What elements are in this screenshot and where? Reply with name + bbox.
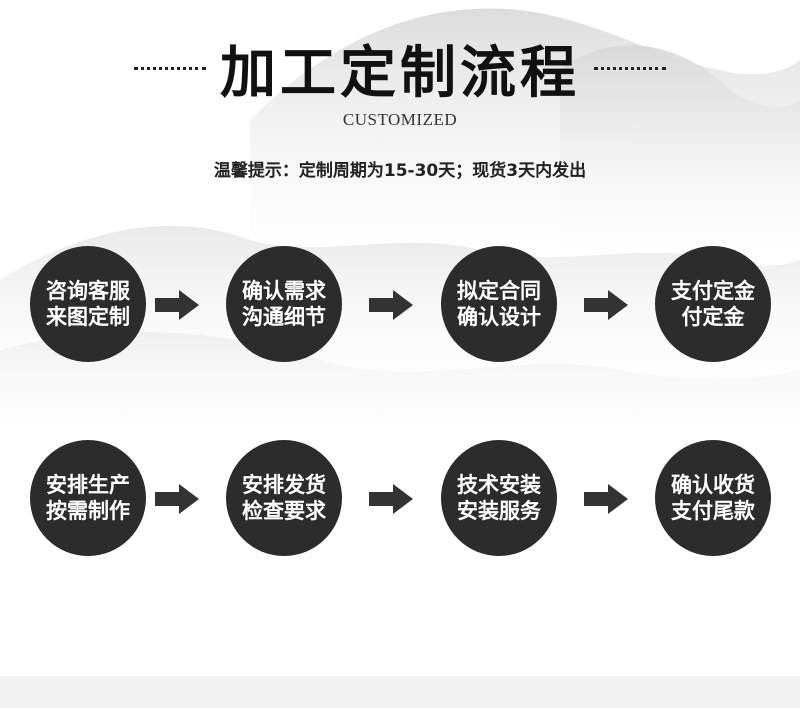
arrow-right-icon [155, 484, 199, 514]
step-label: 支付定金 [671, 278, 755, 304]
step-label: 技术安装 [457, 472, 541, 498]
step-label: 来图定制 [46, 304, 130, 330]
step-label: 确认设计 [457, 304, 541, 330]
title-right-dots [594, 67, 666, 70]
arrow-right-icon [369, 290, 413, 320]
step-deposit: 支付定金 付定金 [655, 246, 771, 362]
arrow-right-icon [369, 484, 413, 514]
process-row-1: 咨询客服 来图定制 确认需求 沟通细节 拟定合同 确认设计 支付定金 付定金 [0, 246, 800, 366]
arrow-right-icon [155, 290, 199, 320]
process-row-2: 安排生产 按需制作 安排发货 检查要求 技术安装 安装服务 确认收货 支付尾款 [0, 440, 800, 560]
lead-time-notice: 温馨提示：定制周期为15-30天；现货3天内发出 [0, 156, 800, 181]
step-consult: 咨询客服 来图定制 [30, 246, 146, 362]
bottom-band [0, 676, 800, 708]
step-contract: 拟定合同 确认设计 [441, 246, 557, 362]
step-label: 付定金 [682, 304, 745, 330]
step-label: 安排发货 [242, 472, 326, 498]
step-label: 按需制作 [46, 498, 130, 524]
step-label: 支付尾款 [671, 498, 755, 524]
page-subtitle: CUSTOMIZED [0, 110, 800, 130]
step-shipping: 安排发货 检查要求 [226, 440, 342, 556]
step-label: 确认需求 [242, 278, 326, 304]
arrow-right-icon [584, 484, 628, 514]
step-label: 沟通细节 [242, 304, 326, 330]
step-confirm-needs: 确认需求 沟通细节 [226, 246, 342, 362]
step-label: 检查要求 [242, 498, 326, 524]
step-label: 确认收货 [671, 472, 755, 498]
title-row: 加工定制流程 [0, 28, 800, 108]
step-final-payment: 确认收货 支付尾款 [655, 440, 771, 556]
arrow-right-icon [584, 290, 628, 320]
title-left-dots [134, 67, 206, 70]
step-production: 安排生产 按需制作 [30, 440, 146, 556]
step-label: 咨询客服 [46, 278, 130, 304]
step-label: 拟定合同 [457, 278, 541, 304]
step-label: 安排生产 [46, 472, 130, 498]
step-label: 安装服务 [457, 498, 541, 524]
page-title: 加工定制流程 [220, 28, 580, 109]
step-installation: 技术安装 安装服务 [441, 440, 557, 556]
